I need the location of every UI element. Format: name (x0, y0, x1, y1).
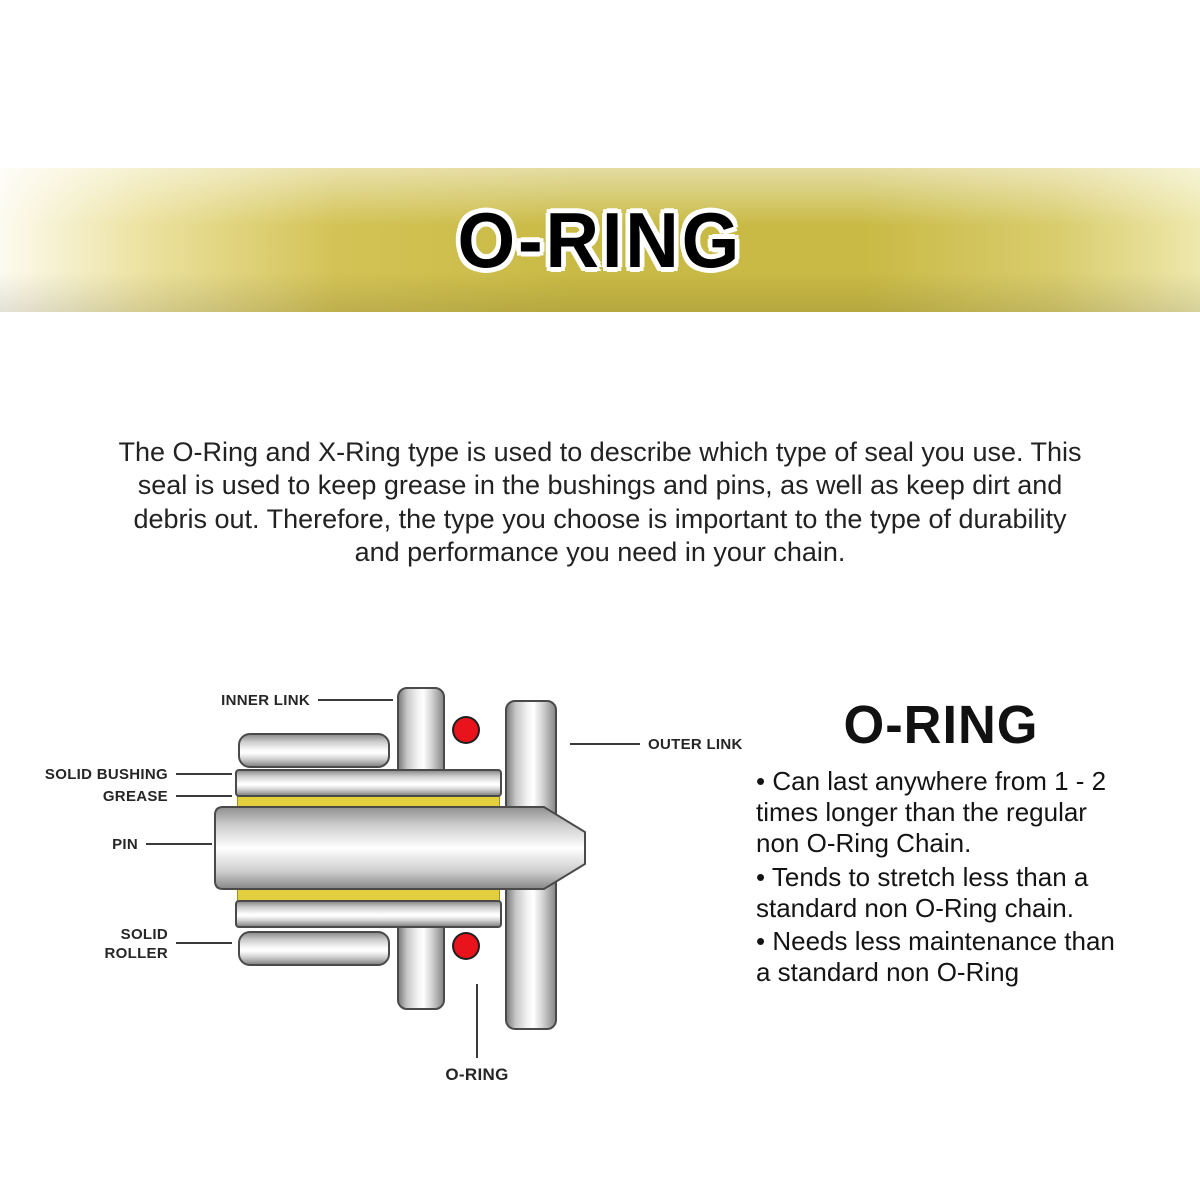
details-bullet: Needs less maintenance than a standard n… (756, 926, 1128, 988)
inner-link-label: INNER LINK (221, 692, 310, 709)
o-ring-seal-top (454, 718, 478, 742)
solid-bushing-leader-line (176, 773, 232, 775)
o-ring-label: O-RING (445, 1065, 509, 1084)
solid-bushing-top (235, 769, 502, 797)
solid-bushing-bottom (235, 900, 502, 928)
intro-paragraph: The O-Ring and X-Ring type is used to de… (118, 437, 1082, 568)
title-banner: O-RING (0, 168, 1200, 312)
solid-roller-bottom (238, 931, 390, 966)
solid-roller-label: SOLID ROLLER (104, 926, 168, 962)
pin (214, 806, 586, 890)
outer-link-leader-line (570, 743, 640, 745)
grease-leader-line (176, 795, 232, 797)
solid-roller-top (238, 733, 390, 768)
details-bullet: Tends to stretch less than a standard no… (756, 862, 1128, 924)
grease-label: GREASE (102, 788, 168, 805)
details-heading: O-RING (843, 695, 1039, 755)
page-title: O-RING (457, 195, 743, 284)
solid-roller-leader-line (176, 942, 232, 944)
solid-bushing-label: SOLID BUSHING (44, 766, 168, 783)
pin-leader-line (146, 843, 212, 845)
o-ring-seal-bottom (454, 934, 478, 958)
outer-link-label: OUTER LINK (648, 736, 743, 753)
inner-link-leader-line (318, 699, 393, 701)
details-bullet-list: Can last anywhere from 1 - 2 times longe… (756, 766, 1128, 990)
o-ring-leader-line (476, 984, 478, 1058)
pin-label: PIN (112, 836, 138, 853)
details-bullet: Can last anywhere from 1 - 2 times longe… (756, 766, 1128, 860)
